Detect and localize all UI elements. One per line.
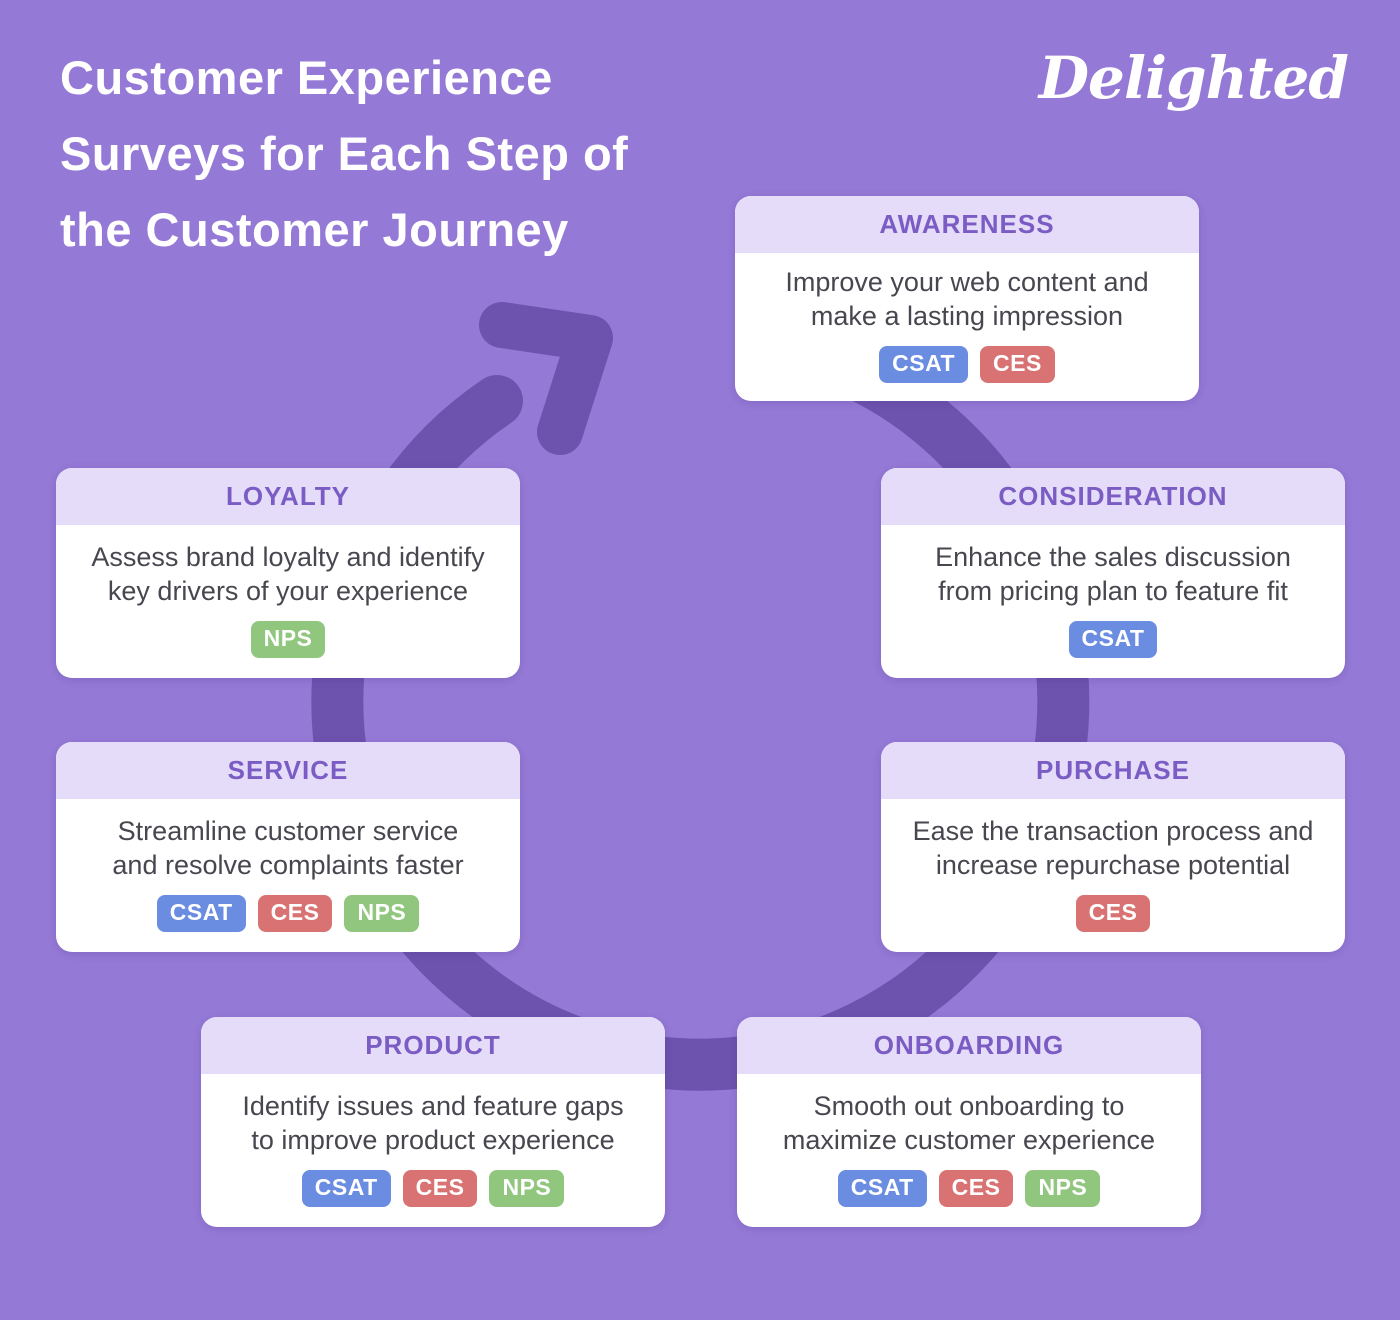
journey-card-purchase: PURCHASE Ease the transaction process an… bbox=[881, 742, 1345, 952]
journey-card-loyalty: LOYALTY Assess brand loyalty and identif… bbox=[56, 468, 520, 678]
journey-card-product: PRODUCT Identify issues and feature gaps… bbox=[201, 1017, 665, 1227]
card-description: Assess brand loyalty and identify key dr… bbox=[91, 541, 485, 606]
page-title: Customer Experience Surveys for Each Ste… bbox=[60, 40, 628, 268]
card-description: Improve your web content and make a last… bbox=[785, 267, 1149, 331]
badge-row: NPS bbox=[250, 620, 326, 658]
page-title-line-1: Customer Experience bbox=[60, 51, 553, 104]
badge-row: CSAT CES NPS bbox=[301, 1169, 565, 1207]
card-title: SERVICE bbox=[56, 742, 520, 799]
badge-csat: CSAT bbox=[837, 1169, 927, 1207]
card-description: Enhance the sales discussion from pricin… bbox=[935, 541, 1291, 606]
badge-ces: CES bbox=[257, 894, 333, 932]
journey-card-awareness: AWARENESS Improve your web content and m… bbox=[735, 196, 1199, 401]
arrowhead-icon bbox=[479, 302, 613, 455]
badge-row: CSAT CES bbox=[879, 346, 1055, 383]
card-title: CONSIDERATION bbox=[881, 468, 1345, 525]
badge-row: CES bbox=[1075, 894, 1151, 932]
page-title-line-3: the Customer Journey bbox=[60, 203, 569, 256]
badge-nps: NPS bbox=[1025, 1169, 1101, 1207]
badge-ces: CES bbox=[938, 1169, 1014, 1207]
badge-row: CSAT bbox=[1068, 620, 1158, 658]
card-title: AWARENESS bbox=[735, 196, 1199, 253]
card-title: PRODUCT bbox=[201, 1017, 665, 1074]
journey-card-onboarding: ONBOARDING Smooth out onboarding to maxi… bbox=[737, 1017, 1201, 1227]
card-title: ONBOARDING bbox=[737, 1017, 1201, 1074]
card-description: Smooth out onboarding to maximize custom… bbox=[782, 1090, 1156, 1155]
card-description: Ease the transaction process and increas… bbox=[912, 815, 1314, 880]
badge-ces: CES bbox=[980, 346, 1055, 383]
delighted-logo: Delighted bbox=[1038, 44, 1349, 112]
badge-csat: CSAT bbox=[156, 894, 246, 932]
card-title: PURCHASE bbox=[881, 742, 1345, 799]
badge-row: CSAT CES NPS bbox=[837, 1169, 1101, 1207]
badge-csat: CSAT bbox=[1068, 620, 1158, 658]
badge-nps: NPS bbox=[250, 620, 326, 658]
journey-card-service: SERVICE Streamline customer service and … bbox=[56, 742, 520, 952]
card-description: Identify issues and feature gaps to impr… bbox=[242, 1090, 624, 1155]
badge-nps: NPS bbox=[489, 1169, 565, 1207]
card-description: Streamline customer service and resolve … bbox=[112, 815, 464, 880]
badge-csat: CSAT bbox=[879, 346, 969, 383]
badge-ces: CES bbox=[402, 1169, 478, 1207]
card-title: LOYALTY bbox=[56, 468, 520, 525]
badge-nps: NPS bbox=[344, 894, 420, 932]
page-title-line-2: Surveys for Each Step of bbox=[60, 127, 629, 180]
journey-card-consideration: CONSIDERATION Enhance the sales discussi… bbox=[881, 468, 1345, 678]
badge-ces: CES bbox=[1075, 894, 1151, 932]
badge-csat: CSAT bbox=[301, 1169, 391, 1207]
badge-row: CSAT CES NPS bbox=[156, 894, 420, 932]
cycle-arc bbox=[311, 325, 1090, 1091]
